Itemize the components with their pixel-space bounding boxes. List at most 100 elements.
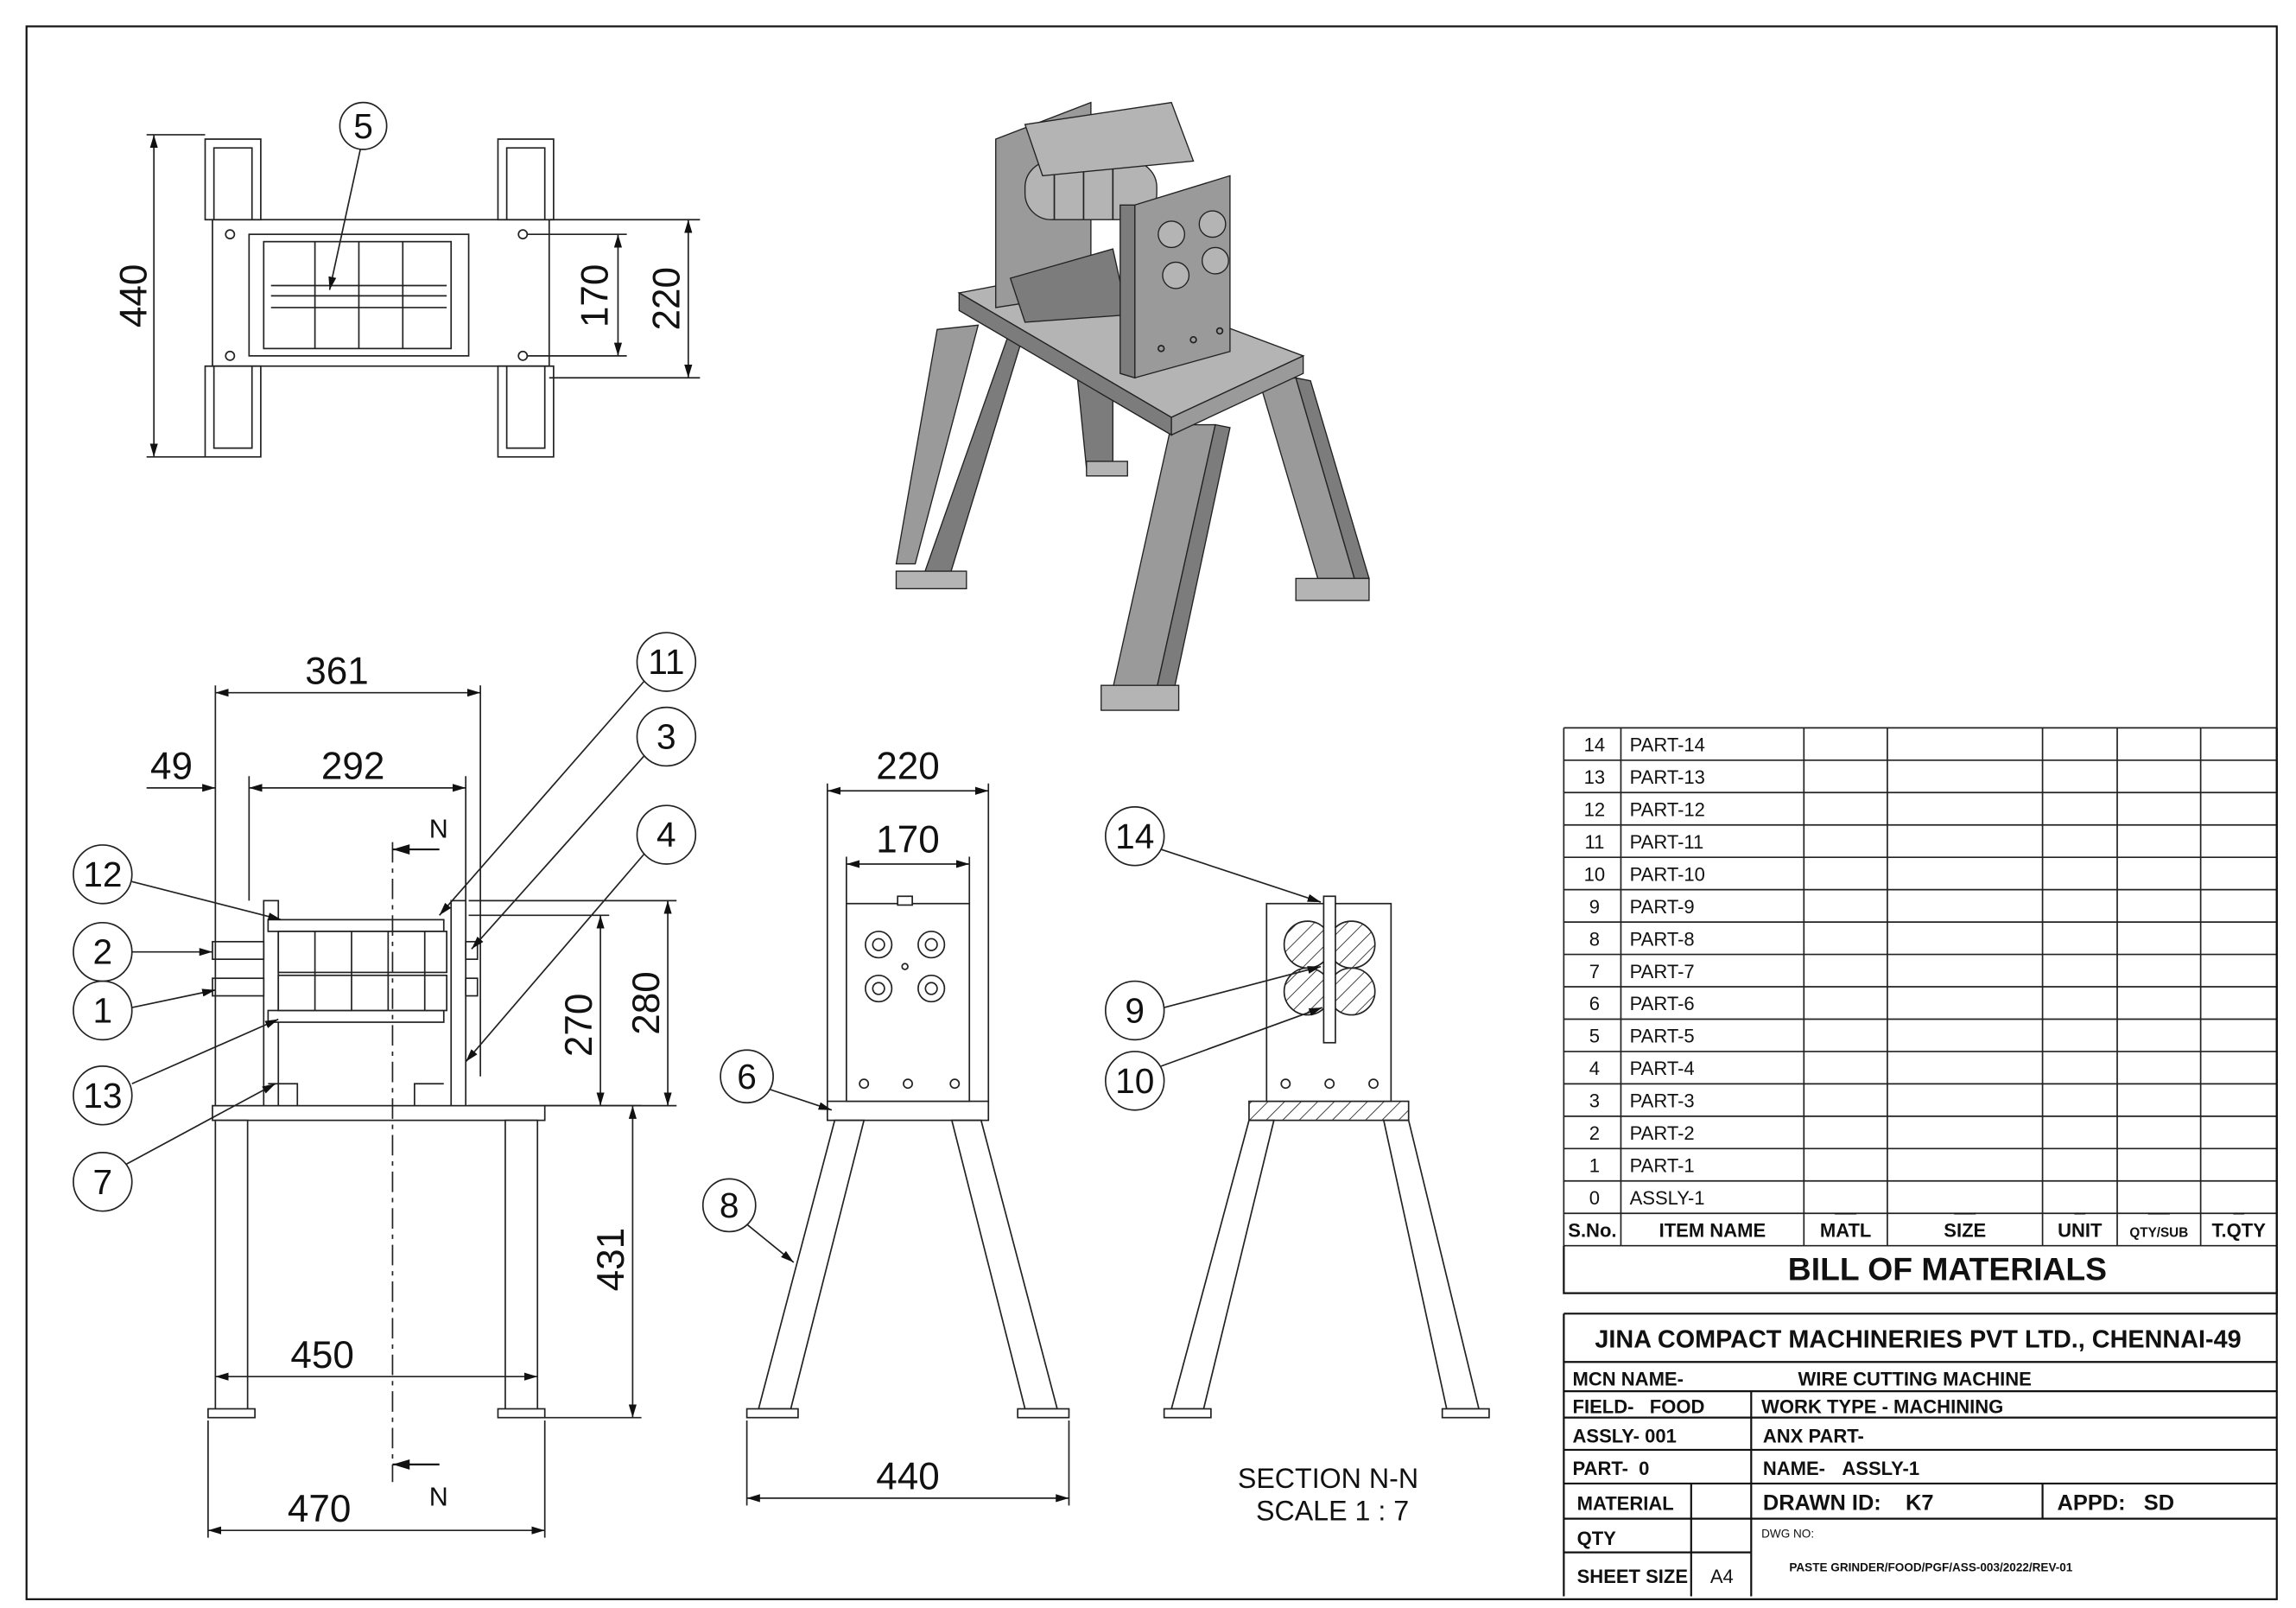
name-value: ASSLY-1: [1842, 1458, 1919, 1479]
svg-text:7: 7: [93, 1162, 113, 1202]
bom-item-name: PART-14: [1630, 734, 1705, 756]
bom-sno: 8: [1589, 928, 1600, 950]
anx-part: ANX PART-: [1763, 1425, 1864, 1446]
balloon-2: 2: [73, 921, 212, 982]
dim-470: 470: [288, 1488, 352, 1530]
svg-text:13: 13: [83, 1076, 122, 1115]
svg-text:8: 8: [720, 1185, 739, 1225]
balloon-14: 14: [1105, 806, 1322, 903]
sheet-size: A4: [1710, 1566, 1734, 1587]
bom-sno: 7: [1589, 961, 1600, 982]
bom-sno: 2: [1589, 1122, 1600, 1144]
name-label: NAME-: [1763, 1458, 1825, 1479]
bom-unit: _: [2074, 1193, 2086, 1215]
bom-sno: 11: [1585, 831, 1605, 853]
balloon-10: 10: [1105, 1007, 1322, 1111]
section-mark-top: N: [429, 814, 448, 843]
balloon-6: 6: [720, 1049, 833, 1111]
bom-header: T.QTY: [2212, 1219, 2267, 1241]
drawn-id: DRAWN ID: K7: [1763, 1490, 1934, 1515]
bom-sno: 5: [1589, 1026, 1600, 1047]
bom-sno: 4: [1589, 1058, 1600, 1079]
balloon-13: 13: [73, 1018, 279, 1126]
bom-row: 4 PART-4: [1589, 1058, 1695, 1079]
title-block: JINA COMPACT MACHINERIES PVT LTD., CHENN…: [1563, 1312, 2277, 1597]
dim-440-top: 440: [113, 264, 155, 327]
bom-header: SIZE: [1944, 1219, 1986, 1241]
bom-sno: 0: [1589, 1187, 1600, 1209]
svg-text:10: 10: [1115, 1061, 1154, 1101]
svg-text:3: 3: [656, 717, 676, 757]
dim-270: 270: [558, 994, 600, 1057]
balloon-1: 1: [73, 980, 216, 1041]
work-type: WORK TYPE - MACHINING: [1761, 1396, 2003, 1418]
bom-row: 11 PART-11: [1585, 831, 1704, 853]
balloon-11: 11: [439, 632, 697, 916]
balloon-4: 4: [465, 804, 697, 1063]
bom-matl: __: [1834, 1193, 1856, 1215]
bom-sno: 3: [1589, 1090, 1600, 1112]
bom-item-name: PART-8: [1630, 928, 1695, 950]
bom-sno: 13: [1584, 766, 1606, 788]
bom-row: 7 PART-7: [1589, 961, 1695, 982]
bom-item-name: PART-4: [1630, 1058, 1695, 1079]
field: FIELD- FOOD: [1573, 1396, 1705, 1418]
balloon-5: 5: [353, 106, 373, 146]
material-label: MATERIAL: [1577, 1492, 1674, 1514]
dim-220-top: 220: [646, 267, 688, 330]
bom-row: 2 PART-2: [1589, 1122, 1695, 1144]
company-name: JINA COMPACT MACHINERIES PVT LTD., CHENN…: [1595, 1325, 2241, 1353]
dim-170-top: 170: [574, 264, 617, 327]
assly: ASSLY- 001: [1573, 1425, 1677, 1446]
svg-text:4: 4: [656, 815, 676, 855]
svg-text:11: 11: [648, 642, 684, 682]
bom-item-name: PART-12: [1630, 798, 1705, 820]
bom-item-name: PART-2: [1630, 1122, 1695, 1144]
bom-item-name: PART-11: [1630, 831, 1704, 853]
bom-header: UNIT: [2058, 1219, 2103, 1241]
front-view: N N 361 49 292 280 270 431 450 470 11 3 …: [73, 632, 697, 1538]
svg-text:14: 14: [1115, 817, 1154, 856]
part: PART- 0: [1573, 1458, 1650, 1479]
bom-qty-sub: __: [2147, 1193, 2170, 1215]
balloon-7: 7: [73, 1083, 276, 1212]
bom-sno: 1: [1589, 1155, 1600, 1177]
bom-item-name: ASSLY-1: [1630, 1187, 1705, 1209]
bom-item-name: PART-9: [1630, 896, 1695, 918]
dwg-no-label: DWG NO:: [1761, 1528, 1814, 1541]
bom-item-name: PART-7: [1630, 961, 1695, 982]
dim-292: 292: [321, 746, 385, 788]
dim-440-side: 440: [876, 1456, 940, 1498]
section-title: SECTION N-N: [1238, 1463, 1418, 1494]
bom-header: ITEM NAME: [1659, 1219, 1766, 1241]
bom-item-name: PART-6: [1630, 993, 1695, 1014]
svg-text:1: 1: [93, 990, 113, 1030]
bom-size: __: [1954, 1193, 1976, 1215]
dim-431: 431: [590, 1228, 632, 1291]
bom-row: 8 PART-8: [1589, 928, 1695, 950]
bom-header: S.No.: [1568, 1219, 1616, 1241]
dim-220-side: 220: [876, 746, 940, 788]
bom-row: 12 PART-12: [1584, 798, 1705, 820]
mcn-name: WIRE CUTTING MACHINE: [1798, 1368, 2032, 1389]
bom-item-name: PART-10: [1630, 863, 1705, 885]
qty-label: QTY: [1577, 1528, 1617, 1549]
section-scale: SCALE 1 : 7: [1256, 1495, 1409, 1526]
bom-item-name: PART-5: [1630, 1026, 1695, 1047]
balloon-8: 8: [701, 1178, 795, 1263]
bom-sno: 12: [1584, 798, 1606, 820]
mcn-name-label: MCN NAME-: [1573, 1368, 1684, 1389]
balloon-3: 3: [471, 706, 697, 950]
leg-channels: [204, 138, 555, 458]
bom-t-qty: _: [2233, 1193, 2245, 1215]
svg-text:9: 9: [1125, 990, 1145, 1030]
isometric-view: [895, 101, 1370, 711]
dwg-no: PASTE GRINDER/FOOD/PGF/ASS-003/2022/REV-…: [1789, 1561, 2072, 1574]
